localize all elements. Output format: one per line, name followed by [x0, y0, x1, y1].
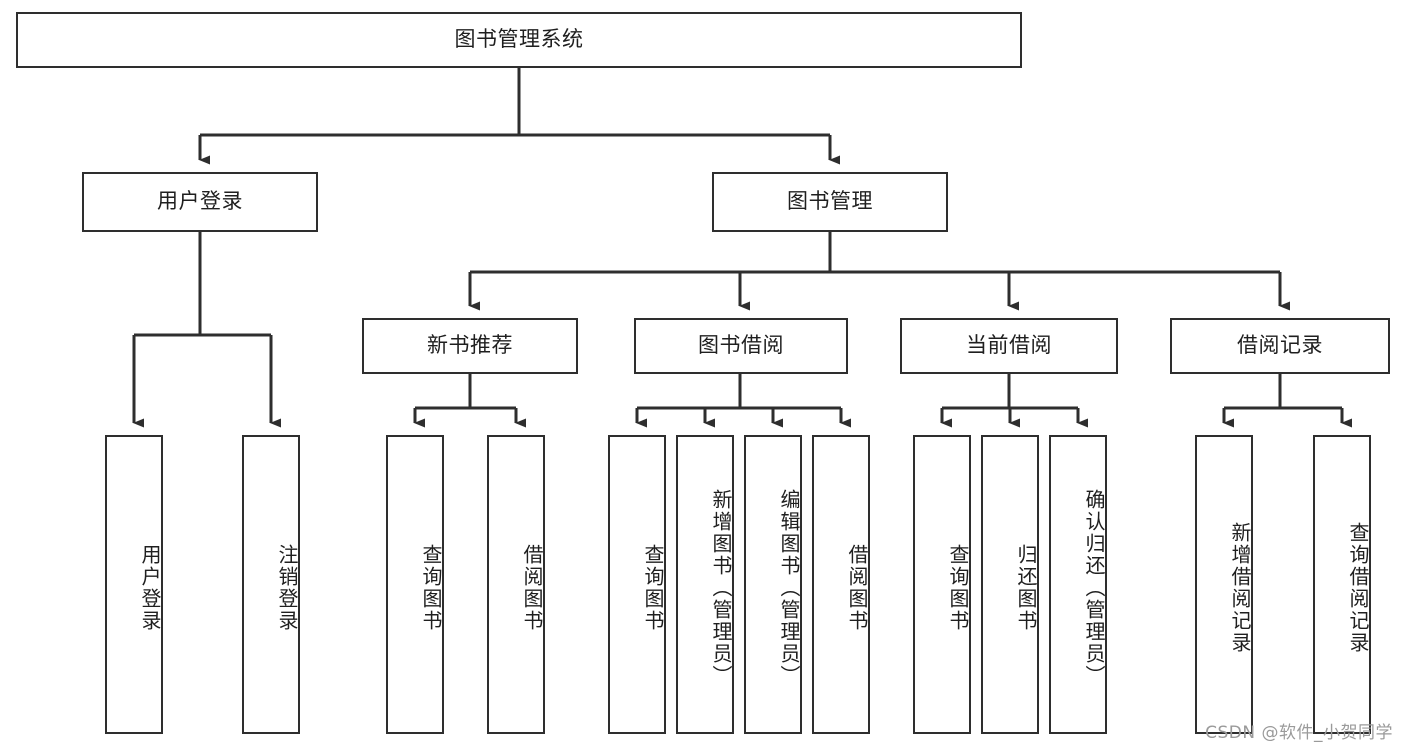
leaf-add-borrow-record-label: 新增借阅记录 — [1228, 521, 1252, 654]
leaf-add-book-admin-label: 新增图书（管理员） — [709, 488, 733, 687]
leaf-edit-book-admin[interactable]: 编辑图书（管理员） — [744, 435, 802, 734]
leaf-query-book-current[interactable]: 查询图书 — [913, 435, 971, 734]
node-new-book-recommend[interactable]: 新书推荐 — [362, 318, 578, 374]
node-user-login-label: 用户登录 — [157, 189, 243, 214]
node-current-borrow[interactable]: 当前借阅 — [900, 318, 1118, 374]
node-book-borrow-label: 图书借阅 — [698, 333, 784, 358]
node-current-borrow-label: 当前借阅 — [966, 333, 1052, 358]
leaf-user-login-label: 用户登录 — [138, 543, 162, 632]
edges-book-borrow-to-leaves — [635, 374, 851, 428]
node-book-borrow[interactable]: 图书借阅 — [634, 318, 848, 374]
leaf-confirm-return-admin[interactable]: 确认归还（管理员） — [1049, 435, 1107, 734]
leaf-add-borrow-record[interactable]: 新增借阅记录 — [1195, 435, 1253, 734]
leaf-query-book-recommend[interactable]: 查询图书 — [386, 435, 444, 734]
edges-book-mgmt-to-level2 — [468, 232, 1290, 311]
leaf-return-book-label: 归还图书 — [1014, 543, 1038, 632]
leaf-query-book-current-label: 查询图书 — [946, 543, 970, 632]
leaf-logout[interactable]: 注销登录 — [242, 435, 300, 734]
node-root-system[interactable]: 图书管理系统 — [16, 12, 1022, 68]
leaf-borrow-book-label: 借阅图书 — [845, 543, 869, 632]
edges-borrow-record-to-leaves — [1222, 374, 1352, 428]
leaf-borrow-book-recommend-label: 借阅图书 — [520, 543, 544, 632]
leaf-query-book-recommend-label: 查询图书 — [419, 543, 443, 632]
leaf-query-borrow-record-label: 查询借阅记录 — [1346, 521, 1370, 654]
leaf-add-book-admin[interactable]: 新增图书（管理员） — [676, 435, 734, 734]
leaf-borrow-book[interactable]: 借阅图书 — [812, 435, 870, 734]
node-root-system-label: 图书管理系统 — [454, 27, 584, 52]
edges-current-borrow-to-leaves — [940, 374, 1088, 428]
leaf-return-book[interactable]: 归还图书 — [981, 435, 1039, 734]
leaf-edit-book-admin-label: 编辑图书（管理员） — [777, 488, 801, 687]
leaf-user-login[interactable]: 用户登录 — [105, 435, 163, 734]
leaf-borrow-book-recommend[interactable]: 借阅图书 — [487, 435, 545, 734]
node-new-book-recommend-label: 新书推荐 — [427, 333, 513, 358]
leaf-confirm-return-admin-label: 确认归还（管理员） — [1082, 488, 1106, 687]
node-book-management[interactable]: 图书管理 — [712, 172, 948, 232]
node-borrow-record[interactable]: 借阅记录 — [1170, 318, 1390, 374]
node-user-login[interactable]: 用户登录 — [82, 172, 318, 232]
edges-new-books-to-leaves — [413, 374, 526, 428]
edges-root-to-level1 — [198, 68, 840, 165]
leaf-query-borrow-record[interactable]: 查询借阅记录 — [1313, 435, 1371, 734]
node-book-management-label: 图书管理 — [787, 189, 873, 214]
node-borrow-record-label: 借阅记录 — [1237, 333, 1323, 358]
edges-user-login-to-leaves — [132, 232, 281, 428]
leaf-logout-label: 注销登录 — [275, 543, 299, 632]
leaf-query-book-borrow-label: 查询图书 — [641, 543, 665, 632]
leaf-query-book-borrow[interactable]: 查询图书 — [608, 435, 666, 734]
